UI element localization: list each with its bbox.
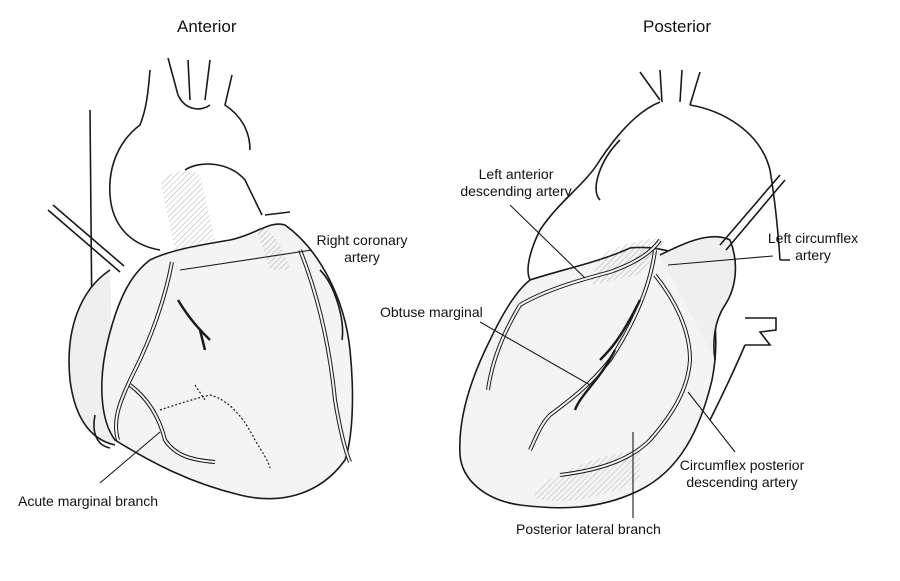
anterior-heart xyxy=(47,57,354,500)
anterior-pulmonary-trunk xyxy=(184,163,263,216)
label-lad-line2: descending artery xyxy=(460,183,572,199)
anterior-title: Anterior xyxy=(177,17,237,36)
posterior-forceps xyxy=(719,174,786,251)
posterior-leader-circumflex xyxy=(667,255,774,266)
posterior-vessel-branches xyxy=(639,69,701,106)
label-right-coronary-line2: artery xyxy=(344,249,380,265)
label-posterior-lateral-branch: Posterior lateral branch xyxy=(516,521,661,537)
posterior-heart xyxy=(458,69,790,518)
posterior-left-atrium xyxy=(659,235,737,361)
posterior-right-vessel xyxy=(745,317,777,346)
label-cpda-line2: descending artery xyxy=(686,474,798,490)
label-circumflex-posterior-descending: Circumflex posterior descending artery xyxy=(669,457,815,491)
anterior-leader-acute-marginal xyxy=(99,431,161,484)
anterior-forceps xyxy=(47,204,125,273)
anterior-aorta xyxy=(109,69,161,251)
posterior-aorta xyxy=(527,101,661,281)
anterior-vessel-branches xyxy=(167,57,251,151)
label-circumflex-line2: artery xyxy=(795,247,831,263)
label-circumflex-line1: Left circumflex xyxy=(767,230,859,246)
posterior-leader-obtuse-marginal xyxy=(479,321,591,386)
label-cpda-line1: Circumflex posterior xyxy=(679,457,805,473)
label-right-coronary-artery: Right coronary artery xyxy=(312,232,412,266)
label-left-circumflex-artery: Left circumflex artery xyxy=(757,230,869,264)
label-obtuse-marginal: Obtuse marginal xyxy=(380,304,483,320)
posterior-ventricle-outline xyxy=(458,246,717,509)
label-left-anterior-descending: Left anterior descending artery xyxy=(450,166,582,200)
label-acute-marginal-branch: Acute marginal branch xyxy=(18,493,159,509)
label-right-coronary-line1: Right coronary xyxy=(316,232,408,248)
posterior-title: Posterior xyxy=(643,17,712,36)
posterior-leader-cpda xyxy=(687,391,736,453)
posterior-leader-lad xyxy=(509,204,586,279)
anterior-leader-right-coronary xyxy=(179,249,313,271)
label-lad-line1: Left anterior xyxy=(478,166,554,182)
